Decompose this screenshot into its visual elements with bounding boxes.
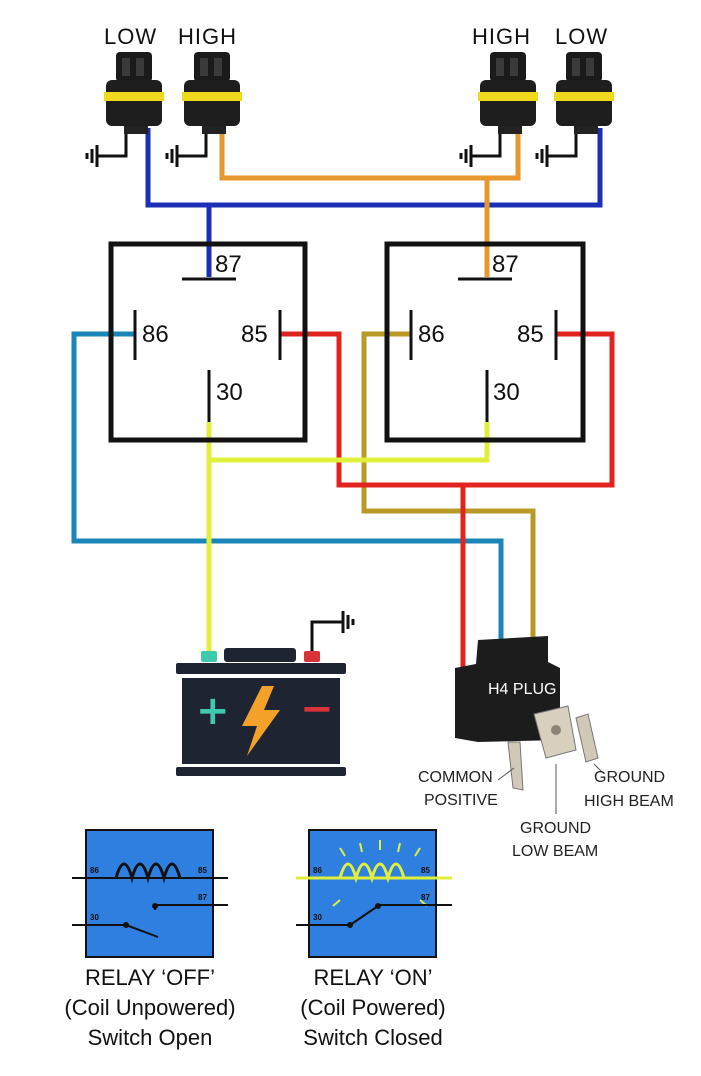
plus-icon: + (196, 688, 230, 734)
h4-blade-high (575, 713, 599, 763)
legend-pin-86: 86 (90, 866, 99, 875)
legend-box (308, 829, 437, 958)
legend-pin-87: 87 (198, 893, 207, 902)
legend-caption-1: RELAY ‘ON’ (313, 965, 432, 990)
switch-open (125, 924, 159, 938)
ground-icon (459, 145, 473, 167)
pin-30-label: 30 (216, 379, 243, 406)
ground-wire-left-low (97, 128, 128, 158)
label-left-low: LOW (104, 24, 157, 49)
red-wire-85-left (280, 331, 615, 488)
relay-left: 87 86 85 30 (108, 241, 308, 443)
connector-grounds (85, 128, 578, 167)
ground-wire-right-low (547, 128, 578, 158)
legend-pin-30: 30 (313, 913, 322, 922)
coil-icon (338, 862, 406, 884)
pin-85-label: 85 (241, 321, 268, 348)
legend-caption-3: Switch Closed (303, 1025, 442, 1050)
legend-box (85, 829, 214, 958)
pin-85-label: 85 (517, 321, 544, 348)
legend-caption-1: RELAY ‘OFF’ (85, 965, 215, 990)
coil-icon (114, 862, 182, 884)
ground-icon (341, 611, 355, 633)
pointer-high (593, 763, 603, 773)
teal-wire (71, 331, 504, 650)
label-left-high: HIGH (178, 24, 237, 49)
label-right-low: LOW (555, 24, 608, 49)
battery-ground-wire (310, 620, 343, 652)
battery-top-cap (224, 648, 296, 662)
h4-common-label-2: POSITIVE (424, 792, 498, 809)
legend-pin-86: 86 (313, 866, 322, 875)
ground-icon (165, 145, 179, 167)
relay-box (108, 241, 308, 443)
legend-pin-87: 87 (421, 893, 430, 902)
connector-right-low (554, 52, 614, 134)
pointer-common (497, 767, 515, 781)
connector-right-high (478, 52, 538, 134)
coil-glow-icon (332, 840, 428, 907)
h4-high-label: GROUND (594, 769, 665, 786)
orange-wire (219, 128, 521, 181)
h4-tab-hole (551, 725, 561, 735)
wires (71, 128, 615, 668)
h4-low-label-2: LOW BEAM (512, 843, 598, 860)
pin-87-label: 87 (215, 251, 242, 278)
olive-wire (361, 331, 536, 650)
blue-wire (145, 128, 603, 208)
h4-low-label: GROUND (520, 820, 591, 837)
battery-lid (176, 663, 346, 674)
legend-relay-off: 86 85 87 30 RELAY ‘OFF’ (Coil Unpowered)… (64, 829, 236, 1050)
lightning-bolt-icon (242, 686, 280, 756)
minus-terminal (304, 651, 320, 662)
connector-left-low (104, 52, 164, 134)
legend-pin-85: 85 (198, 866, 207, 875)
legend-relay-on: 86 85 87 30 RELAY ‘ON’ (Coil Powered) Sw… (296, 829, 452, 1050)
h4-common-label: COMMON (418, 769, 493, 786)
legend-pin-30: 30 (90, 913, 99, 922)
switch-closed (349, 905, 379, 926)
h4-plug-title: H4 PLUG (488, 681, 556, 698)
pin-87-label: 87 (492, 251, 519, 278)
legend-pin-85: 85 (421, 866, 430, 875)
minus-icon: − (300, 686, 334, 732)
battery-base (176, 767, 346, 776)
pin-86-label: 86 (418, 321, 445, 348)
connector-left-high (182, 52, 242, 134)
h4-high-label-2: HIGH BEAM (584, 793, 674, 810)
battery: + − (176, 611, 355, 776)
h4-blade-common (507, 741, 524, 791)
label-right-high: HIGH (472, 24, 531, 49)
h4-plug: H4 PLUG COMMON POSITIVE GROUND HIGH BEAM… (418, 636, 674, 860)
legend-caption-2: (Coil Unpowered) (64, 995, 235, 1020)
legend-caption-2: (Coil Powered) (300, 995, 446, 1020)
ground-wire-left-high (177, 128, 208, 158)
ground-wire-right-high (471, 128, 502, 158)
pin-30-label: 30 (493, 379, 520, 406)
pin-86-label: 86 (142, 321, 169, 348)
h4-plug-body (455, 636, 560, 742)
relay-right: 87 86 85 30 (384, 241, 586, 443)
ground-icon (85, 145, 99, 167)
connectors: LOW HIGH HIGH LOW (104, 24, 614, 134)
ground-icon (535, 145, 549, 167)
legend-caption-3: Switch Open (88, 1025, 213, 1050)
plus-terminal (201, 651, 217, 662)
relay-box (384, 241, 586, 443)
